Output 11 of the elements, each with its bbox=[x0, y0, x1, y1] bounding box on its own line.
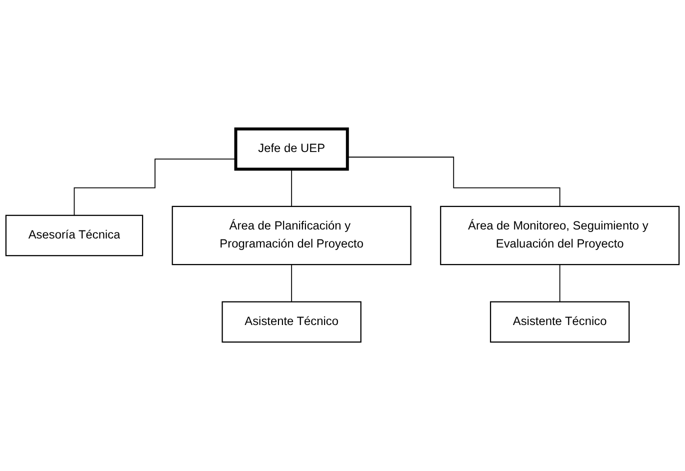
connector bbox=[291, 264, 292, 302]
connector bbox=[74, 158, 236, 216]
node-box: Asesoría Técnica bbox=[5, 214, 144, 256]
connector bbox=[559, 264, 560, 302]
connector bbox=[346, 156, 560, 207]
node-box: Asistente Técnico bbox=[490, 301, 630, 343]
node-box: Área de Planificación y Programación del Proyecto bbox=[172, 206, 412, 266]
node-box: Jefe de UEP bbox=[234, 127, 349, 171]
connector bbox=[291, 168, 292, 207]
node-box: Asistente Técnico bbox=[222, 301, 362, 343]
node-box: Área de Monitoreo, Seguimiento y Evaluación del Proyecto bbox=[440, 206, 680, 266]
